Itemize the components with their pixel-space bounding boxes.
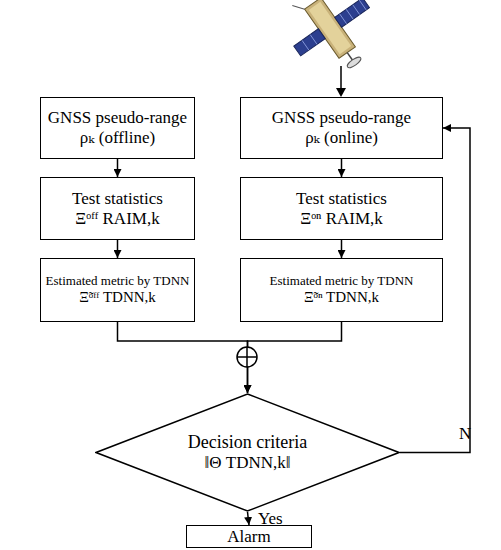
node-title: Test statistics [296, 189, 387, 209]
process-box: Test statisticsΞᵒⁿ RAIM,k [240, 177, 443, 240]
process-box: Test statisticsΞᵒᶠᶠ RAIM,k [40, 177, 195, 240]
decision-diamond: Decision criteria‖Θ TDNN,k‖ [95, 393, 400, 512]
node-symbol: ‖Θ TDNN,k‖ [204, 453, 290, 473]
diamond-outline [95, 393, 400, 512]
node-symbol: Ξ̃ᵒᶠᶠ TDNN,k [79, 289, 156, 306]
edge-label: Yes [258, 509, 283, 529]
node-symbol: Ξᵒⁿ RAIM,k [300, 209, 383, 229]
node-title: Test statistics [72, 189, 163, 209]
satellite-symbol [274, 0, 392, 88]
edge-label: N [459, 424, 471, 444]
node-symbol: Ξ̃ᵒⁿ TDNN,k [304, 289, 379, 306]
node-title: Estimated metric by TDNN [46, 274, 190, 289]
terminal-box: Alarm [186, 525, 312, 548]
summation-cross [246, 347, 248, 367]
process-box: GNSS pseudo-rangeρₖ (offline) [40, 97, 195, 159]
flow-arrow [341, 159, 343, 177]
node-title: Estimated metric by TDNN [270, 274, 414, 289]
flow-arrow [117, 159, 119, 177]
summation-circle [237, 347, 257, 367]
node-title: Alarm [227, 527, 270, 547]
process-box: Estimated metric by TDNNΞ̃ᵒᶠᶠ TDNN,k [40, 258, 195, 322]
node-title: Decision criteria [188, 432, 307, 453]
node-title: GNSS pseudo-range [272, 108, 411, 128]
node-symbol: ρₖ (online) [305, 128, 378, 148]
flow-arrow [341, 240, 343, 258]
process-box: Estimated metric by TDNNΞ̃ᵒⁿ TDNN,k [240, 258, 443, 322]
node-symbol: Ξᵒᶠᶠ RAIM,k [75, 209, 159, 229]
signal-arrow [336, 66, 346, 97]
flow-arrow [117, 240, 119, 258]
process-box: GNSS pseudo-rangeρₖ (online) [240, 97, 443, 159]
node-title: GNSS pseudo-range [48, 108, 187, 128]
node-symbol: ρₖ (offline) [80, 128, 155, 148]
flow-arrow [248, 322, 342, 393]
flow-arrow [248, 512, 250, 525]
flow-arrow [118, 322, 248, 393]
